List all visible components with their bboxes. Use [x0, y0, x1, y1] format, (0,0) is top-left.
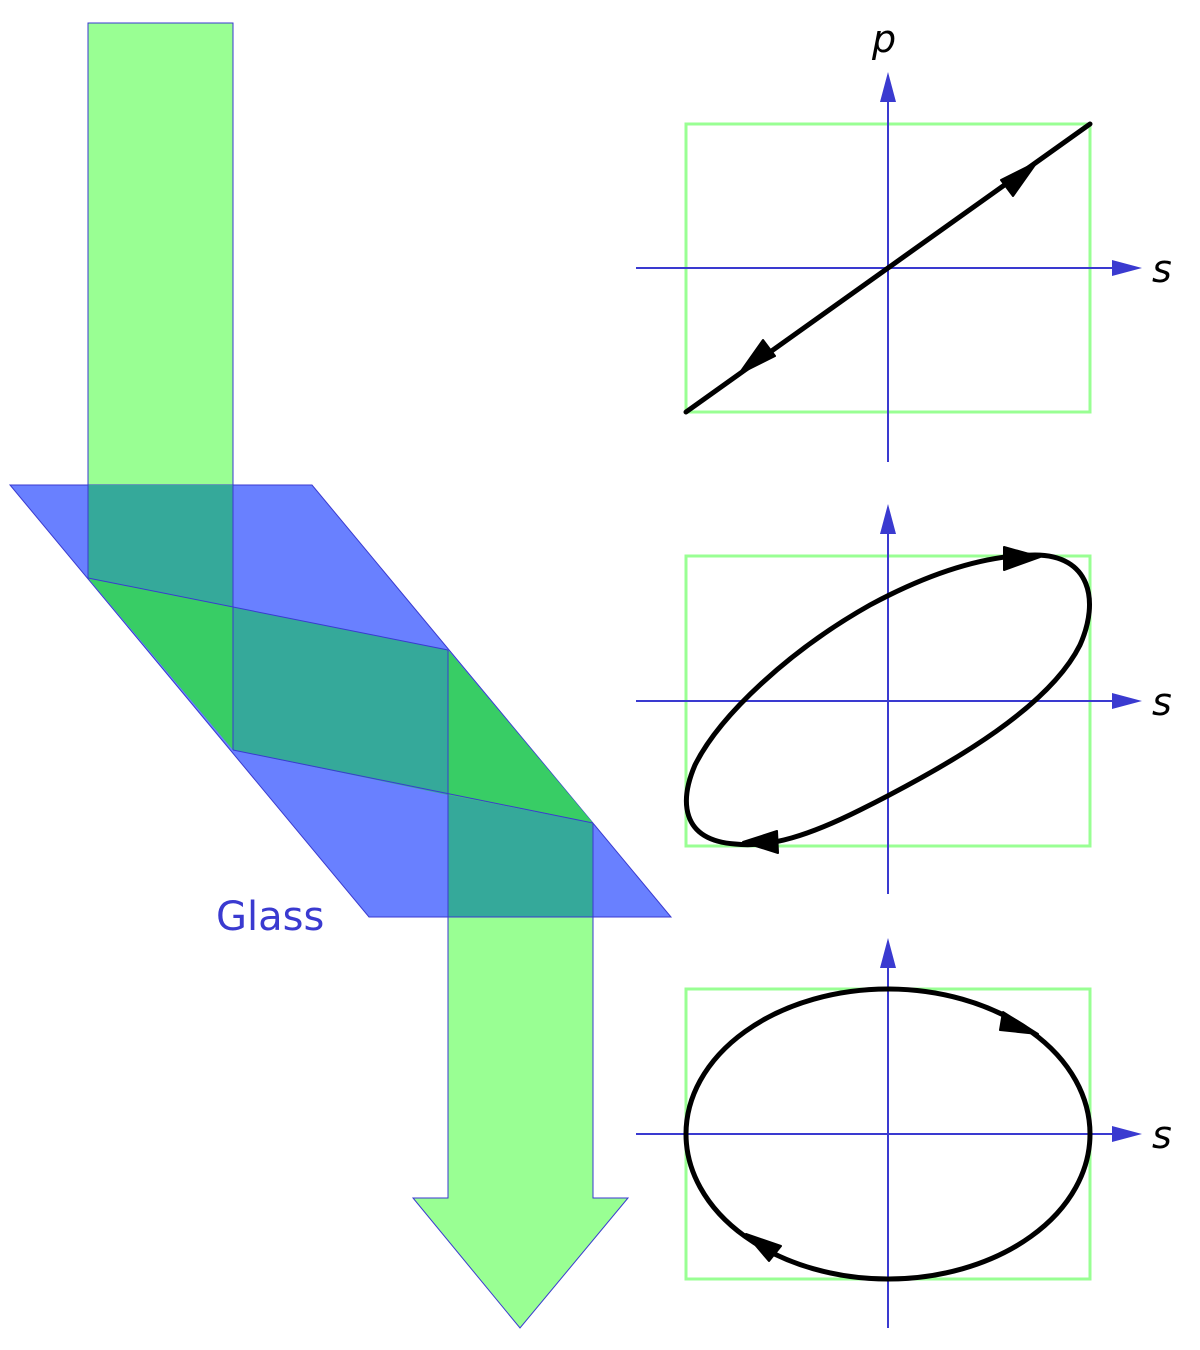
p-axis-arrowhead [880, 504, 896, 534]
elliptical-polarization-curve [683, 552, 1092, 848]
p-axis-label: p [871, 17, 896, 61]
circular-polarization-curve [683, 986, 1093, 1282]
beam-in-glass-exit [448, 795, 593, 917]
s-axis-arrowhead [1112, 1126, 1142, 1142]
polarization-diagram-linear: p s [636, 17, 1172, 462]
polarization-diagram-circular: s [636, 938, 1172, 1328]
internal-beam-edges [87, 485, 594, 917]
direction-arrow-down [738, 339, 776, 375]
fresnel-rhomb-diagram: Glass [8, 22, 673, 1329]
s-axis-arrowhead [1112, 260, 1142, 276]
direction-arrow-up [1000, 161, 1038, 197]
s-axis-label: s [1152, 247, 1172, 291]
internal-reflection-first [88, 578, 233, 750]
p-axis-arrowhead [880, 72, 896, 102]
incoming-beam [87, 22, 234, 486]
polarization-diagram-elliptical: s [636, 504, 1172, 894]
glass-label: Glass [216, 894, 324, 940]
outgoing-beam-arrow [411, 916, 630, 1329]
s-axis-label: s [1152, 680, 1172, 724]
internal-reflection-second [448, 650, 593, 823]
beam-in-glass-entry [88, 485, 233, 607]
direction-arrow-top-right [999, 1011, 1039, 1035]
direction-arrow-bottom-left [745, 1233, 782, 1262]
s-axis-label: s [1152, 1113, 1172, 1157]
s-axis-arrowhead [1112, 693, 1142, 709]
beam-in-glass-middle [233, 607, 448, 795]
direction-arrow-top [1003, 546, 1041, 571]
p-axis-arrowhead [880, 938, 896, 968]
direction-arrow-bottom [742, 830, 779, 854]
